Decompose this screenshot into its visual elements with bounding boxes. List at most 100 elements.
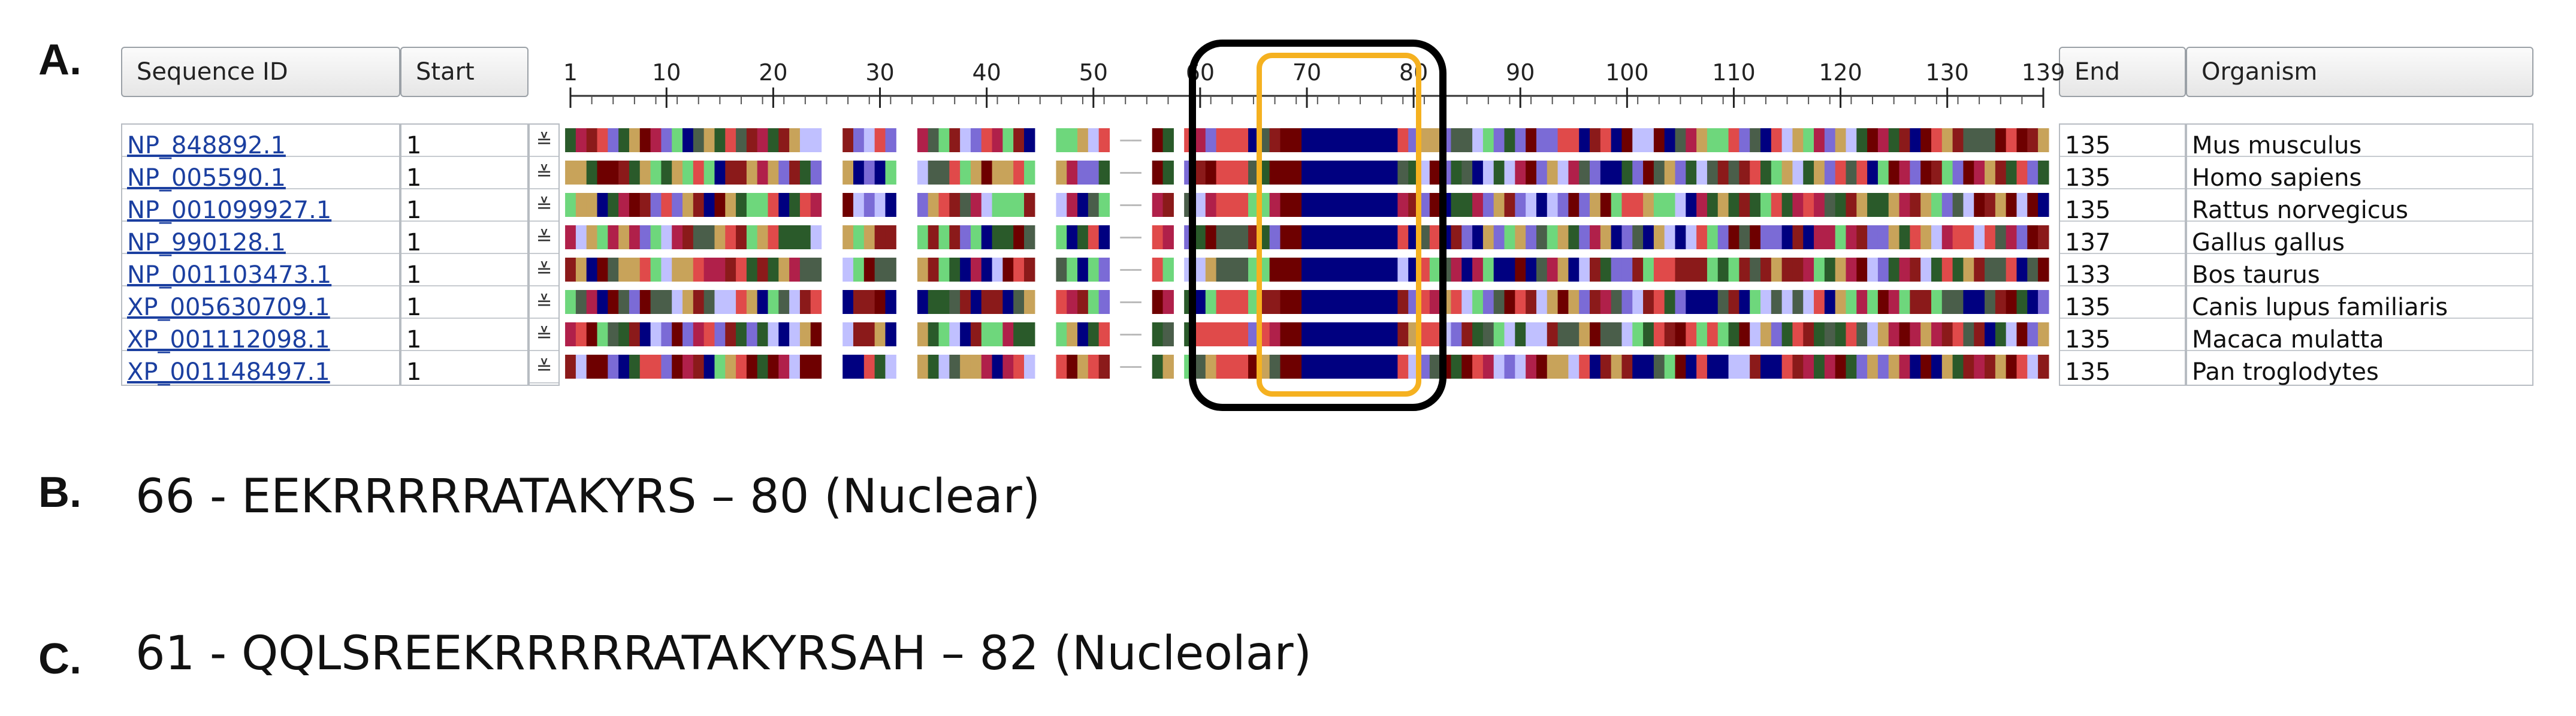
expand-row-icon[interactable]: ≚ — [530, 189, 558, 222]
residue-block — [1781, 322, 1793, 346]
residue-block — [1482, 322, 1494, 346]
table-row[interactable]: XP_001148497.1 — [122, 351, 399, 386]
residue-block — [1750, 161, 1761, 185]
header-start[interactable]: Start — [400, 47, 529, 97]
sequence-link[interactable]: NP_001103473.1 — [127, 261, 332, 289]
expand-row-icon[interactable]: ≚ — [530, 157, 558, 189]
residue-block — [778, 290, 790, 314]
residue-block — [863, 290, 875, 314]
residue-block — [1301, 322, 1313, 346]
residue-block — [1526, 322, 1537, 346]
residue-block — [1088, 193, 1100, 217]
residue-block — [1750, 322, 1761, 346]
sequence-link[interactable]: NP_990128.1 — [127, 229, 286, 256]
residue-block — [1739, 258, 1750, 282]
residue-block — [1237, 225, 1249, 249]
expand-row-icon[interactable]: ≚ — [530, 254, 558, 286]
residue-block — [1365, 225, 1377, 249]
residue-block — [789, 355, 801, 379]
residue-block — [1419, 128, 1430, 152]
sequence-link[interactable]: NP_005590.1 — [127, 164, 286, 192]
residue-block — [768, 258, 779, 282]
residue-block — [1472, 322, 1484, 346]
table-row[interactable]: XP_001112098.1 — [122, 319, 399, 354]
residue-block — [757, 225, 769, 249]
residue-block — [1152, 161, 1164, 185]
residue-block — [1237, 128, 1249, 152]
residue-block — [1664, 193, 1676, 217]
residue-block — [757, 128, 769, 152]
residue-block — [778, 355, 790, 379]
residue-block — [1557, 225, 1569, 249]
alignment-gap — [1120, 172, 1131, 174]
residue-block — [1280, 322, 1291, 346]
residue-block — [1846, 258, 1857, 282]
residue-block — [1536, 258, 1548, 282]
residue-block — [2027, 290, 2039, 314]
residue-block — [639, 193, 651, 217]
residue-block — [629, 225, 641, 249]
residue-block — [618, 161, 630, 185]
residue-block — [2038, 258, 2049, 282]
residue-block — [874, 225, 886, 249]
residue-block — [1355, 128, 1366, 152]
residue-block — [1397, 258, 1409, 282]
table-row[interactable]: NP_848892.1 — [122, 125, 399, 159]
residue-block — [1056, 258, 1067, 282]
residue-block — [1301, 290, 1313, 314]
sequence-link[interactable]: XP_005630709.1 — [127, 294, 330, 321]
expand-row-icon[interactable]: ≚ — [530, 319, 558, 351]
sequence-link[interactable]: NP_848892.1 — [127, 132, 286, 159]
residue-block — [928, 290, 940, 314]
residue-block — [799, 290, 811, 314]
residue-block — [1963, 161, 1974, 185]
residue-block — [1579, 355, 1590, 379]
residue-block — [1365, 128, 1377, 152]
residue-block — [693, 258, 705, 282]
sequence-link[interactable]: XP_001112098.1 — [127, 326, 330, 354]
residue-block — [1931, 161, 1943, 185]
table-row[interactable]: NP_990128.1 — [122, 222, 399, 256]
header-sequence-id[interactable]: Sequence ID — [121, 47, 400, 97]
ruler-tick-label: 70 — [1292, 59, 1321, 86]
residue-block — [757, 258, 769, 282]
residue-block — [1611, 193, 1623, 217]
residue-block — [703, 193, 715, 217]
residue-block — [1056, 225, 1067, 249]
alignment-view[interactable] — [563, 123, 2049, 387]
alignment-gap — [1131, 366, 1141, 368]
expand-row-icon[interactable]: ≚ — [530, 125, 558, 157]
residue-block — [917, 193, 929, 217]
residue-block — [2038, 128, 2049, 152]
expand-row-icon[interactable]: ≚ — [530, 222, 558, 254]
alignment-gap — [1120, 334, 1131, 336]
residue-block — [1728, 355, 1740, 379]
table-row[interactable]: XP_005630709.1 — [122, 286, 399, 321]
residue-block — [1461, 290, 1473, 314]
header-organism[interactable]: Organism — [2186, 47, 2533, 97]
table-row[interactable]: NP_005590.1 — [122, 157, 399, 192]
table-row[interactable]: NP_001099927.1 — [122, 189, 399, 224]
residue-block — [1568, 161, 1580, 185]
residue-block — [1814, 128, 1825, 152]
residue-block — [1451, 322, 1462, 346]
residue-block — [1803, 128, 1814, 152]
residue-block — [1579, 258, 1590, 282]
residue-block — [1686, 193, 1697, 217]
sequence-link[interactable]: XP_001148497.1 — [127, 358, 330, 386]
sequence-link[interactable]: NP_001099927.1 — [127, 197, 332, 224]
residue-block — [1077, 128, 1089, 152]
residue-block — [714, 128, 726, 152]
table-row[interactable]: NP_001103473.1 — [122, 254, 399, 289]
residue-block — [672, 258, 683, 282]
residue-block — [768, 290, 779, 314]
residue-block — [682, 161, 694, 185]
expand-row-icon[interactable]: ≚ — [530, 286, 558, 319]
header-end[interactable]: End — [2059, 47, 2186, 97]
residue-block — [1152, 355, 1164, 379]
residue-block — [1675, 225, 1686, 249]
residue-block — [1397, 322, 1409, 346]
residue-block — [917, 225, 929, 249]
residue-block — [1056, 355, 1067, 379]
expand-row-icon[interactable]: ≚ — [530, 351, 558, 383]
